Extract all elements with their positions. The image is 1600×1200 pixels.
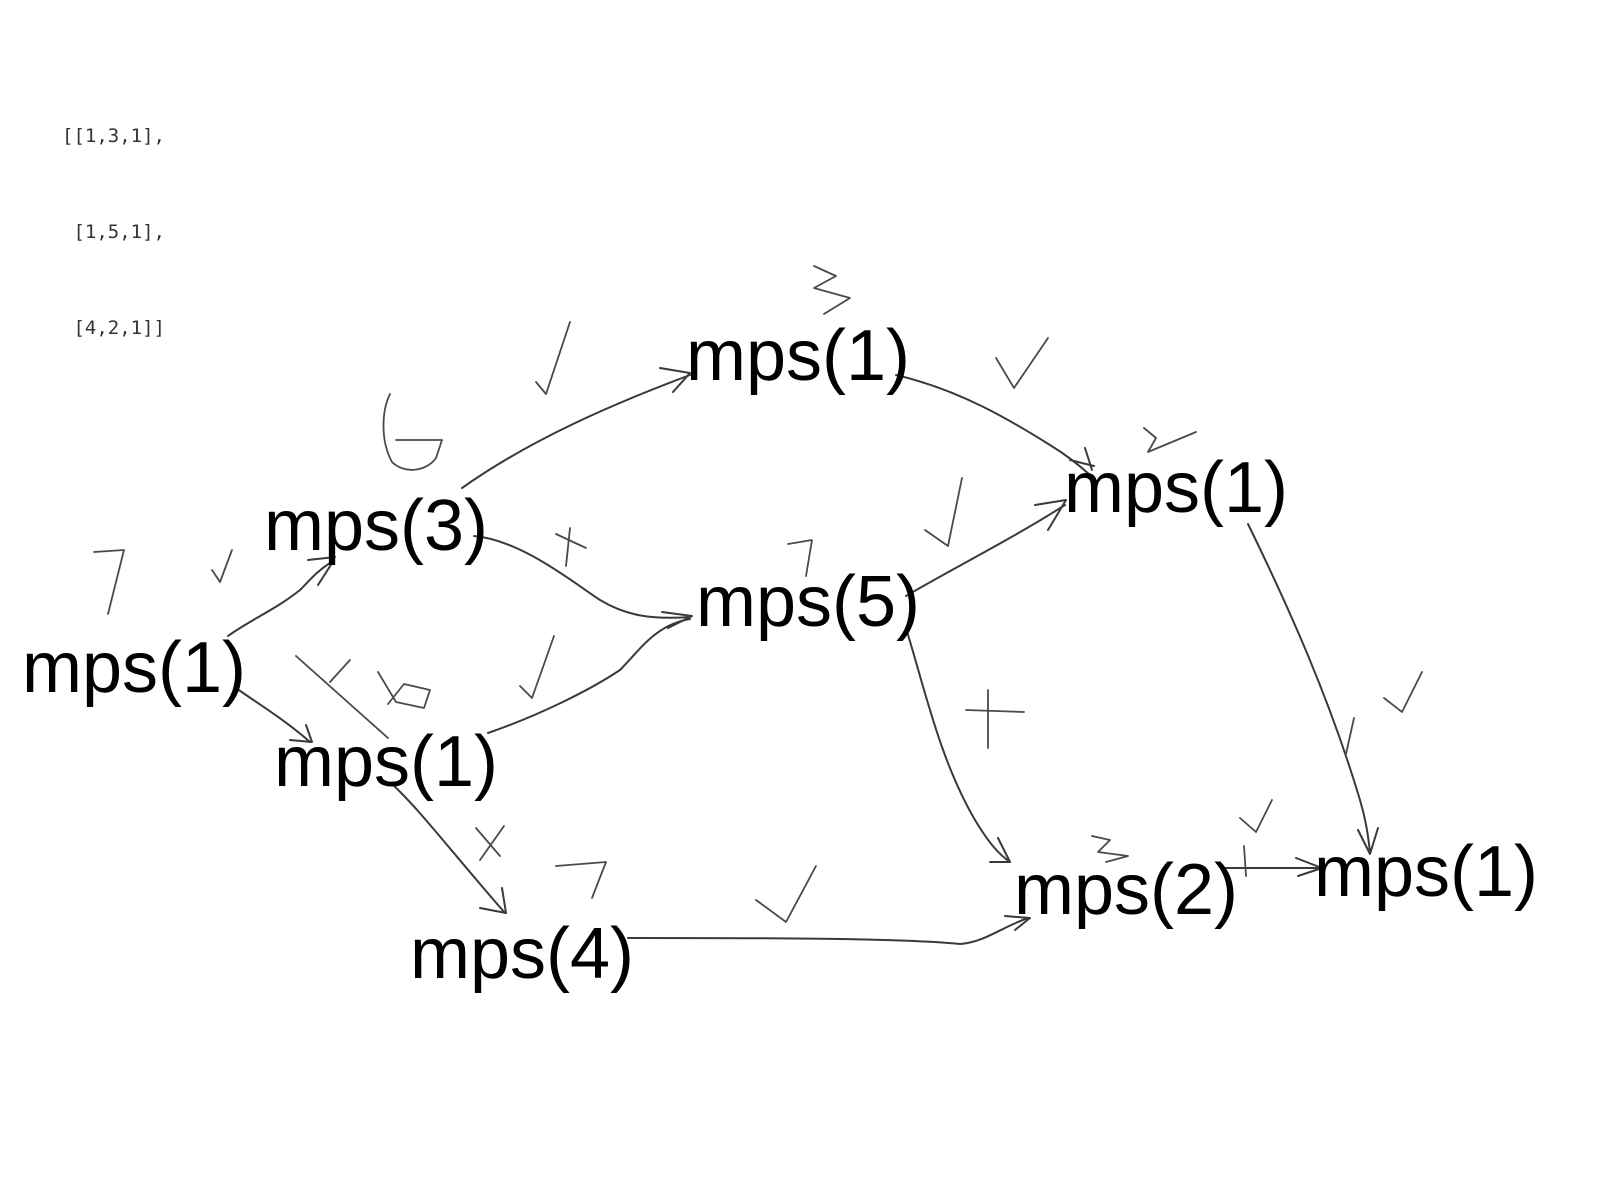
edges — [227, 367, 1379, 945]
edge-start-to-mps3 — [227, 562, 331, 637]
arrowhead-rightbottom-upper — [989, 837, 1011, 863]
node-mps1-lower: mps(1) — [274, 722, 498, 802]
numeral-1-rightbottom — [1243, 845, 1247, 877]
arrowhead-top — [659, 367, 691, 393]
cross-mark-mps3-mps5 — [555, 527, 587, 567]
check-mark-mps5-righttop — [924, 477, 963, 547]
node-top: mps(1) — [686, 316, 910, 396]
edge-mps3-to-mps5 — [473, 535, 691, 619]
edge-mps1-lower-to-mps4 — [391, 783, 506, 914]
check-mark-mps4-bottom — [755, 865, 817, 923]
node-mps2: mps(2) — [1014, 850, 1238, 930]
arrowhead-mps5-upper — [661, 611, 693, 629]
check-mark-lower-mps5 — [519, 635, 555, 699]
node-right-top: mps(1) — [1064, 448, 1288, 528]
numeral-6-mps3 — [382, 393, 443, 471]
check-mark-righttop-end — [1383, 671, 1423, 713]
edge-start-to-mps1-lower — [235, 687, 311, 743]
grid-matrix-text: [[1,3,1], [1,5,1], [4,2,1]] — [62, 56, 165, 376]
numeral-3-rightbottom — [1091, 835, 1129, 863]
arrowhead-mps3 — [307, 556, 336, 586]
edge-mps4-to-rightbottom — [627, 917, 1029, 945]
node-end: mps(1) — [1314, 832, 1538, 912]
numeral-7-mps5 — [787, 539, 813, 577]
check-mark-rightbottom-end — [1239, 799, 1273, 833]
edge-righttop-to-end — [1247, 523, 1371, 853]
numeral-1-righttop-end — [1345, 717, 1355, 755]
numeral-7-mps4 — [555, 861, 607, 899]
edge-mps3-to-top — [461, 374, 691, 489]
numeral-2-righttop — [1143, 427, 1197, 453]
edge-top-to-righttop — [895, 374, 1091, 476]
node-mps3: mps(3) — [264, 486, 488, 566]
arrowhead-righttop-lower — [1034, 499, 1067, 531]
arrowhead-end-upper — [1357, 827, 1379, 855]
arrowhead-end-lower — [1295, 857, 1323, 877]
arrowhead-righttop-upper — [1069, 447, 1095, 471]
node-start: mps(1) — [22, 628, 246, 708]
numeral-3-top — [813, 265, 851, 315]
cross-mark-start-lower — [295, 655, 389, 739]
cross-mark-lower-mps4 — [475, 825, 505, 861]
numeral-8-lower — [377, 671, 431, 709]
cross-mark-mps5-rightbottom — [965, 689, 1025, 749]
annotations — [93, 265, 1423, 923]
check-mark-top-right — [995, 337, 1049, 389]
edge-mps5-to-righttop — [905, 504, 1066, 597]
numeral-7-start — [93, 549, 125, 615]
edge-mps1-lower-to-mps5 — [487, 618, 691, 734]
node-mps4: mps(4) — [410, 914, 634, 994]
arrowhead-mps1-lower — [289, 724, 313, 743]
arrowhead-mps4 — [479, 887, 507, 914]
nodes: mps(1) mps(3) mps(1) mps(1) mps(5) mps(4… — [22, 316, 1538, 994]
node-mps5: mps(5) — [696, 562, 920, 642]
check-mark-start-top — [211, 549, 233, 583]
check-mark-mps3-top — [535, 321, 571, 395]
matrix-row-2: [1,5,1], — [62, 221, 165, 243]
arrowhead-rightbottom-lower — [1004, 915, 1031, 931]
matrix-row-3: [4,2,1]] — [62, 317, 165, 339]
matrix-row-1: [[1,3,1], — [62, 125, 165, 147]
edge-mps5-to-rightbottom — [905, 627, 1011, 863]
